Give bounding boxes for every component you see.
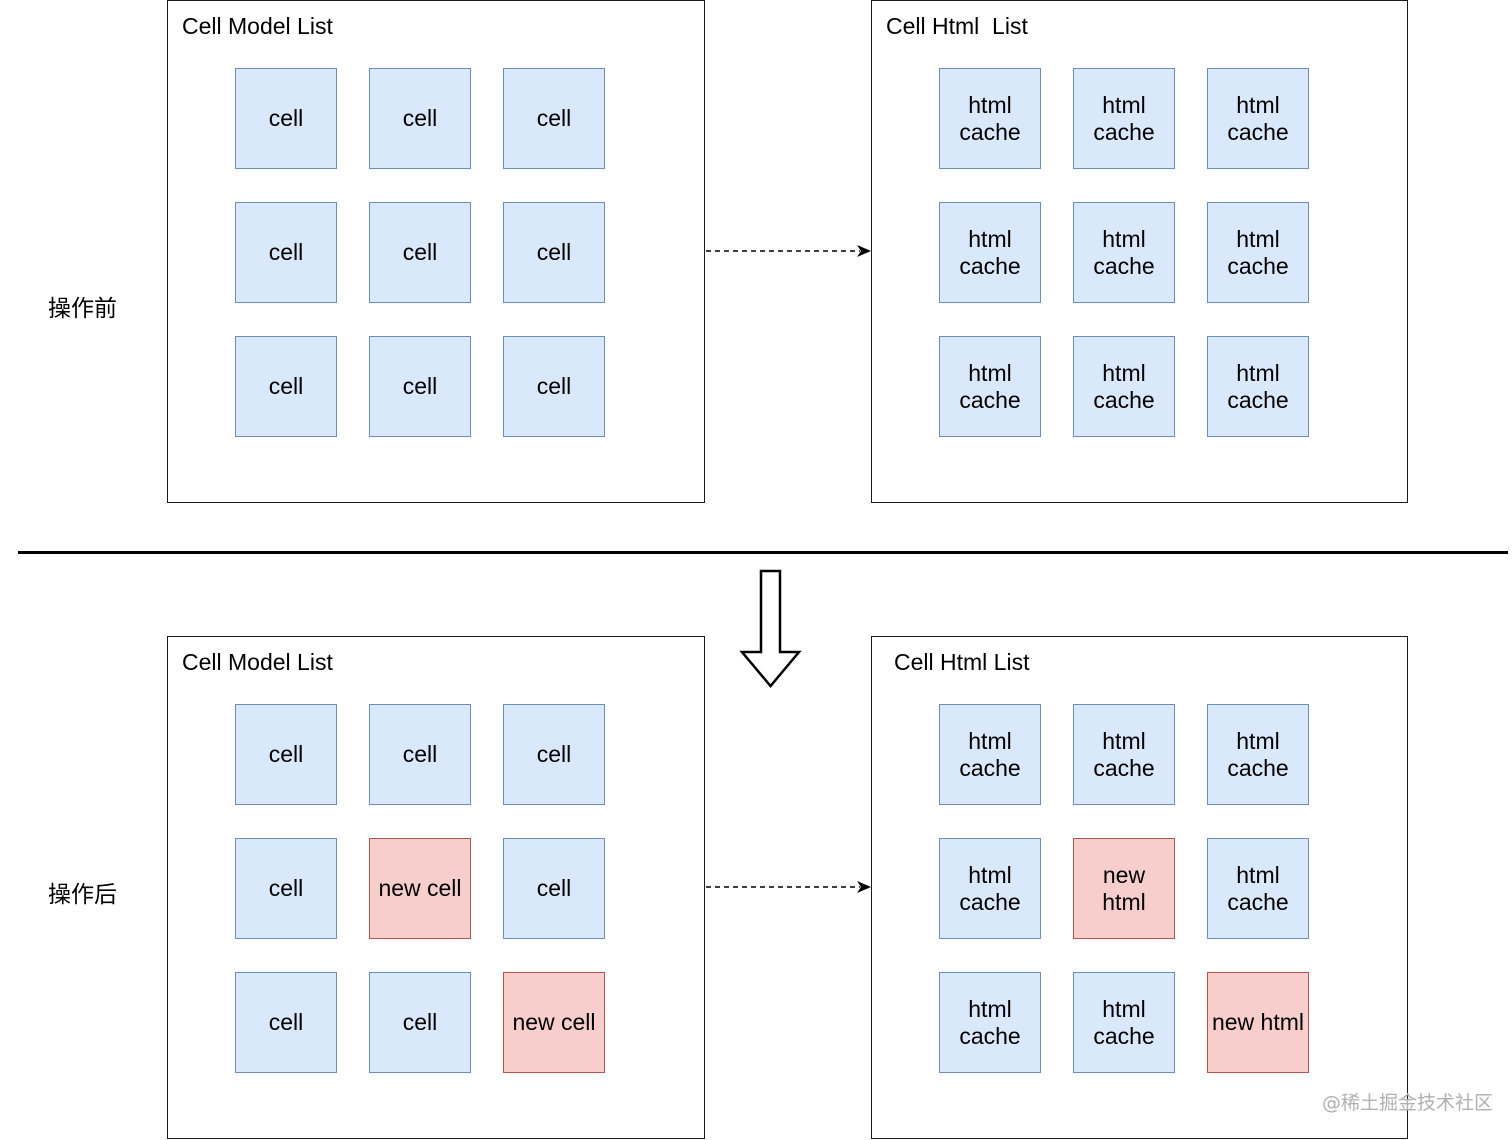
cell-box: html cache: [939, 336, 1041, 437]
watermark: @稀土掘金技术社区: [1322, 1092, 1494, 1114]
before-html-list-panel: Cell Html List html cache html cache html …: [871, 0, 1408, 503]
cell-box: cell: [369, 336, 471, 437]
cell-box: cell: [503, 68, 605, 169]
cell-box: html cache: [1207, 202, 1309, 303]
cell-box: html cache: [939, 838, 1041, 939]
cell-box: html cache: [1207, 704, 1309, 805]
cell-box: html cache: [939, 704, 1041, 805]
cell-box: cell: [503, 838, 605, 939]
cell-box: cell: [369, 202, 471, 303]
cell-box: html cache: [939, 202, 1041, 303]
new-cell-box: new cell: [503, 972, 605, 1073]
cell-box: cell: [235, 704, 337, 805]
before-html-list-title: Cell Html List: [886, 13, 1028, 39]
after-model-list-panel: Cell Model List cell cell cell cell new cell…: [167, 636, 705, 1139]
cell-box: html cache: [1073, 336, 1175, 437]
cell-box: html cache: [1073, 68, 1175, 169]
cell-box: cell: [235, 972, 337, 1073]
new-cell-box: new cell: [369, 838, 471, 939]
cell-box: cell: [369, 972, 471, 1073]
cell-box: cell: [235, 68, 337, 169]
cell-box: html cache: [1073, 202, 1175, 303]
before-arrow-head: [857, 245, 871, 257]
phase-divider: [18, 551, 1508, 554]
cell-box: cell: [503, 704, 605, 805]
cell-box: cell: [235, 336, 337, 437]
cell-box: cell: [369, 704, 471, 805]
cell-box: cell: [503, 336, 605, 437]
after-html-list-panel: Cell Html List html cache html cache html …: [871, 636, 1408, 1139]
after-model-list-title: Cell Model List: [182, 649, 333, 675]
before-model-list-title: Cell Model List: [182, 13, 333, 39]
cell-box: cell: [235, 838, 337, 939]
after-html-list-title: Cell Html List: [894, 649, 1030, 675]
cell-box: html cache: [1207, 838, 1309, 939]
before-label: 操作前: [48, 296, 117, 322]
cell-box: cell: [369, 68, 471, 169]
cell-box: html cache: [1207, 336, 1309, 437]
new-cell-box: new html: [1073, 838, 1175, 939]
after-label: 操作后: [48, 882, 117, 908]
cell-box: cell: [503, 202, 605, 303]
cell-box: html cache: [1207, 68, 1309, 169]
new-cell-box: new html: [1207, 972, 1309, 1073]
cell-box: html cache: [939, 68, 1041, 169]
transition-down-arrow-icon: [739, 569, 802, 688]
cell-box: html cache: [1073, 704, 1175, 805]
cell-box: html cache: [1073, 972, 1175, 1073]
before-model-list-panel: Cell Model List cell cell cell cell cell cell…: [167, 0, 705, 503]
cell-box: html cache: [939, 972, 1041, 1073]
after-arrow-head: [857, 881, 871, 893]
cell-box: cell: [235, 202, 337, 303]
